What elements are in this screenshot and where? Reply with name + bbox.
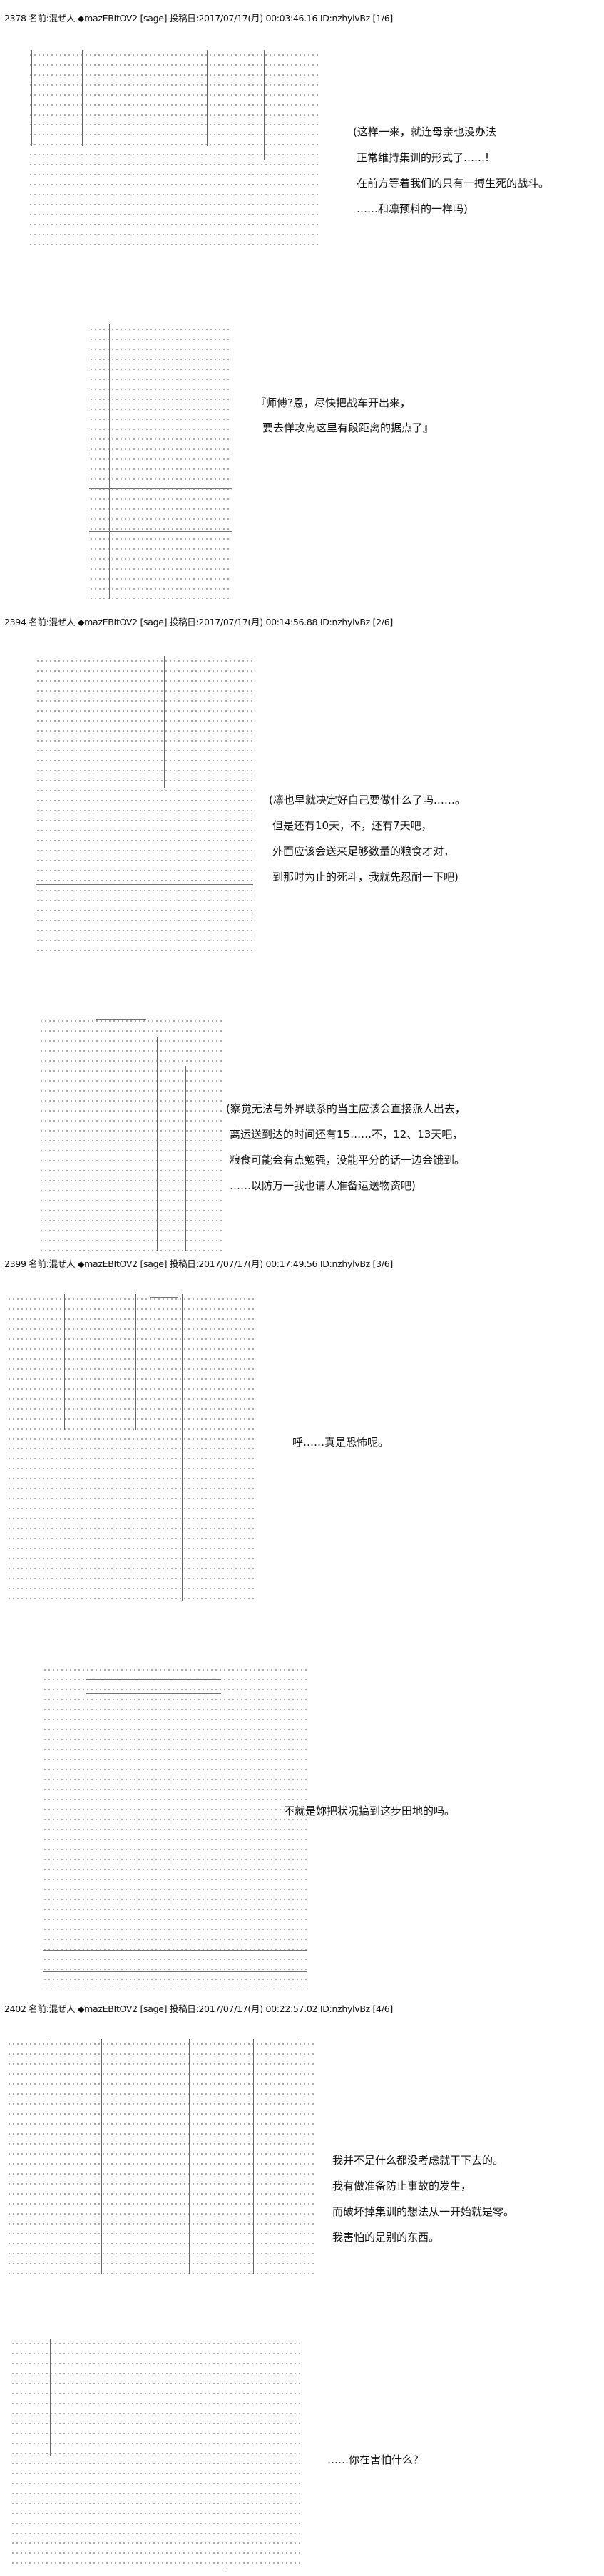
dialogue-block: 呼……真是恐怖呢。 xyxy=(292,1435,389,1461)
post-header-2378: 2378 名前:混ぜ人 ◆mazEBItOV2 [sage] 投稿日:2017/… xyxy=(4,13,393,24)
ascii-art-figure xyxy=(7,2039,314,2274)
dialogue-line: 『师傅?恩，尽快把战车开出来， xyxy=(255,396,411,409)
dialogue-block: (凛也早就决定好自己要做什么了吗……。 但是还有10天，不，还有7天吧， 外面应… xyxy=(269,793,466,896)
post-header-2399: 2399 名前:混ぜ人 ◆mazEBItOV2 [sage] 投稿日:2017/… xyxy=(4,1258,393,1269)
dialogue-line: 而破坏掉集训的想法从一开始就是零。 xyxy=(332,2205,515,2218)
post-header-2402: 2402 名前:混ぜ人 ◆mazEBItOV2 [sage] 投稿日:2017/… xyxy=(4,2003,393,2014)
dialogue-line: ……和凛预料的一样吗) xyxy=(357,202,468,215)
dialogue-line: 但是还有10天，不，还有7天吧， xyxy=(272,819,432,832)
dialogue-line: 我有做准备防止事故的发生， xyxy=(332,2180,472,2192)
dialogue-line: 正常维持集训的形式了……! xyxy=(357,151,490,164)
ascii-art-figure xyxy=(39,1016,225,1251)
dialogue-line: ……你在害怕什么？ xyxy=(327,2453,424,2466)
dialogue-line: (这样一来，就连母亲也没办法 xyxy=(353,125,496,138)
ascii-art-figure xyxy=(89,324,232,599)
post-header-2394: 2394 名前:混ぜ人 ◆mazEBItOV2 [sage] 投稿日:2017/… xyxy=(4,617,393,627)
dialogue-block: 不就是妳把状况搞到这步田地的吗。 xyxy=(284,1804,455,1830)
ascii-art-figure xyxy=(43,1665,307,1989)
dialogue-block: (察觉无法与外界联系的当主应该会直接派人出去， 离运送到达的时间还有15……不，… xyxy=(226,1102,466,1204)
dialogue-line: 离运送到达的时间还有15……不，12、13天吧， xyxy=(230,1128,464,1141)
dialogue-line: 不就是妳把状况搞到这步田地的吗。 xyxy=(284,1805,456,1817)
dialogue-block: 『师傅?恩，尽快把战车开出来， 要去佯攻离这里有段距离的据点了』 xyxy=(255,396,434,446)
ascii-art-figure xyxy=(7,1294,257,1601)
dialogue-line: 粮食可能会有点勉强，没能平分的话一边会饿到。 xyxy=(230,1154,466,1166)
dialogue-line: 外面应该会送来足够数量的粮食才对， xyxy=(272,845,455,858)
dialogue-line: ……以防万一我也请人准备运送物资吧) xyxy=(230,1179,416,1192)
ascii-art-figure xyxy=(29,50,321,253)
dialogue-line: 呼……真是恐怖呢。 xyxy=(292,1436,389,1449)
dialogue-line: (凛也早就决定好自己要做什么了吗……。 xyxy=(269,794,466,806)
dialogue-line: (察觉无法与外界联系的当主应该会直接派人出去， xyxy=(226,1102,466,1115)
dialogue-line: 我并不是什么都没考虑就干下去的。 xyxy=(332,2154,504,2167)
dialogue-block: 我并不是什么都没考虑就干下去的。 我有做准备防止事故的发生， 而破坏掉集训的想法… xyxy=(332,2153,514,2256)
dialogue-line: 到那时为止的死斗，我就先忍耐一下吧) xyxy=(272,871,459,883)
dialogue-line: 要去佯攻离这里有段距离的据点了』 xyxy=(262,421,434,434)
dialogue-line: 我害怕的是别的东西。 xyxy=(332,2231,440,2244)
dialogue-block: ……你在害怕什么？ xyxy=(327,2453,424,2478)
dialogue-line: 在前方等着我们的只有一搏生死的战斗。 xyxy=(357,177,550,190)
dialogue-block: (这样一来，就连母亲也没办法 正常维持集训的形式了……! 在前方等着我们的只有一… xyxy=(353,125,549,227)
ascii-art-figure xyxy=(36,656,253,952)
ascii-art-figure xyxy=(11,2339,300,2570)
